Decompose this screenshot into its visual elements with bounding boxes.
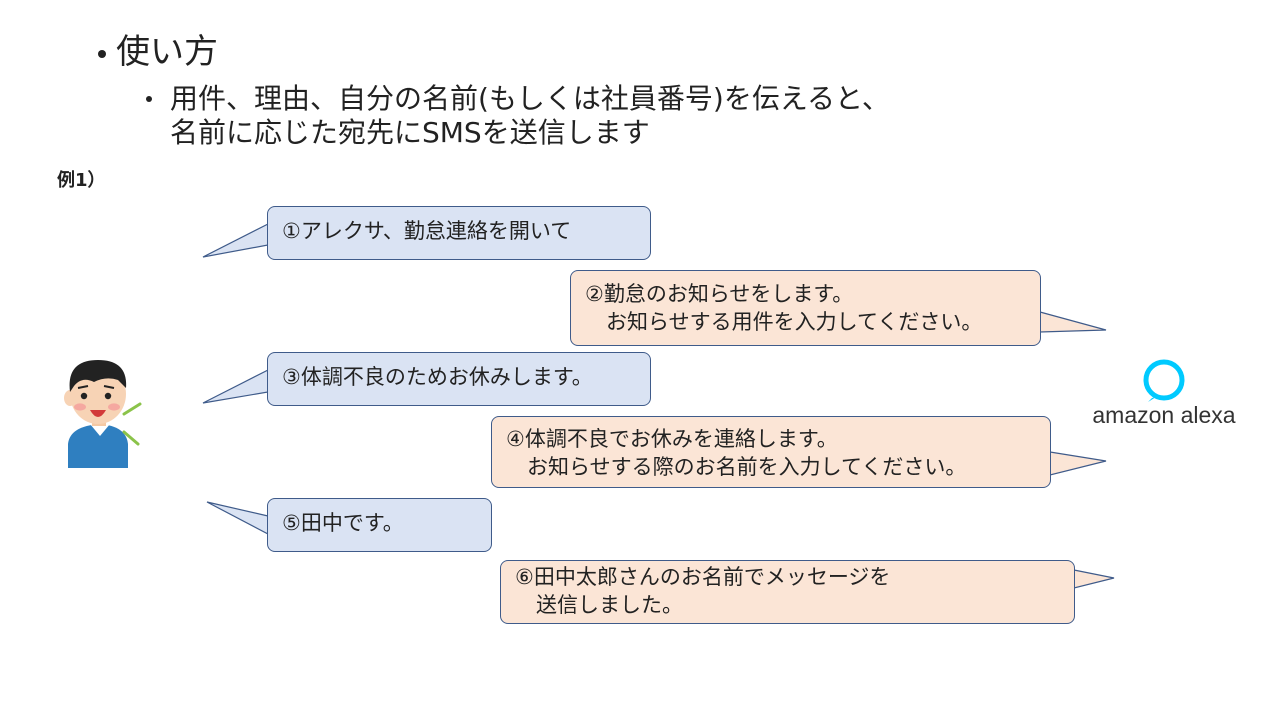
- bullet-dot: [146, 96, 152, 102]
- tail-1: [202, 223, 269, 258]
- bubble-alexa-4: ④体調不良でお休みを連絡します。 お知らせする際のお名前を入力してください。: [491, 416, 1051, 488]
- alexa-ring-icon: [1143, 359, 1185, 402]
- speaking-person-icon: [64, 360, 142, 468]
- bubble-user-1: ①アレクサ、勤怠連絡を開いて: [267, 206, 651, 260]
- bullet-level2: 用件、理由、自分の名前(もしくは社員番号)を伝えると、 名前に応じた宛先にSMS…: [146, 82, 890, 150]
- tail-6: [1073, 569, 1115, 589]
- alexa-logo: amazon alexa: [1084, 356, 1244, 436]
- tail-5: [206, 501, 269, 535]
- tail-4: [1049, 451, 1107, 476]
- bullet-level1-text: 使い方: [116, 32, 218, 72]
- bullet-level2-text: 用件、理由、自分の名前(もしくは社員番号)を伝えると、 名前に応じた宛先にSMS…: [170, 82, 890, 149]
- example-label: 例1）: [57, 170, 106, 191]
- bubble-alexa-6: ⑥田中太郎さんのお名前でメッセージを 送信しました。: [500, 560, 1075, 624]
- bubble-user-3: ③体調不良のためお休みします。: [267, 352, 651, 406]
- bullet-level1: 使い方: [98, 32, 218, 72]
- tail-2: [1039, 311, 1107, 333]
- tail-3: [202, 369, 269, 404]
- bubble-user-5: ⑤田中です。: [267, 498, 492, 552]
- alexa-logo-text: amazon alexa: [1092, 402, 1236, 428]
- bullet-dot: [98, 49, 106, 58]
- bubble-alexa-2: ②勤怠のお知らせをします。 お知らせする用件を入力してください。: [570, 270, 1041, 346]
